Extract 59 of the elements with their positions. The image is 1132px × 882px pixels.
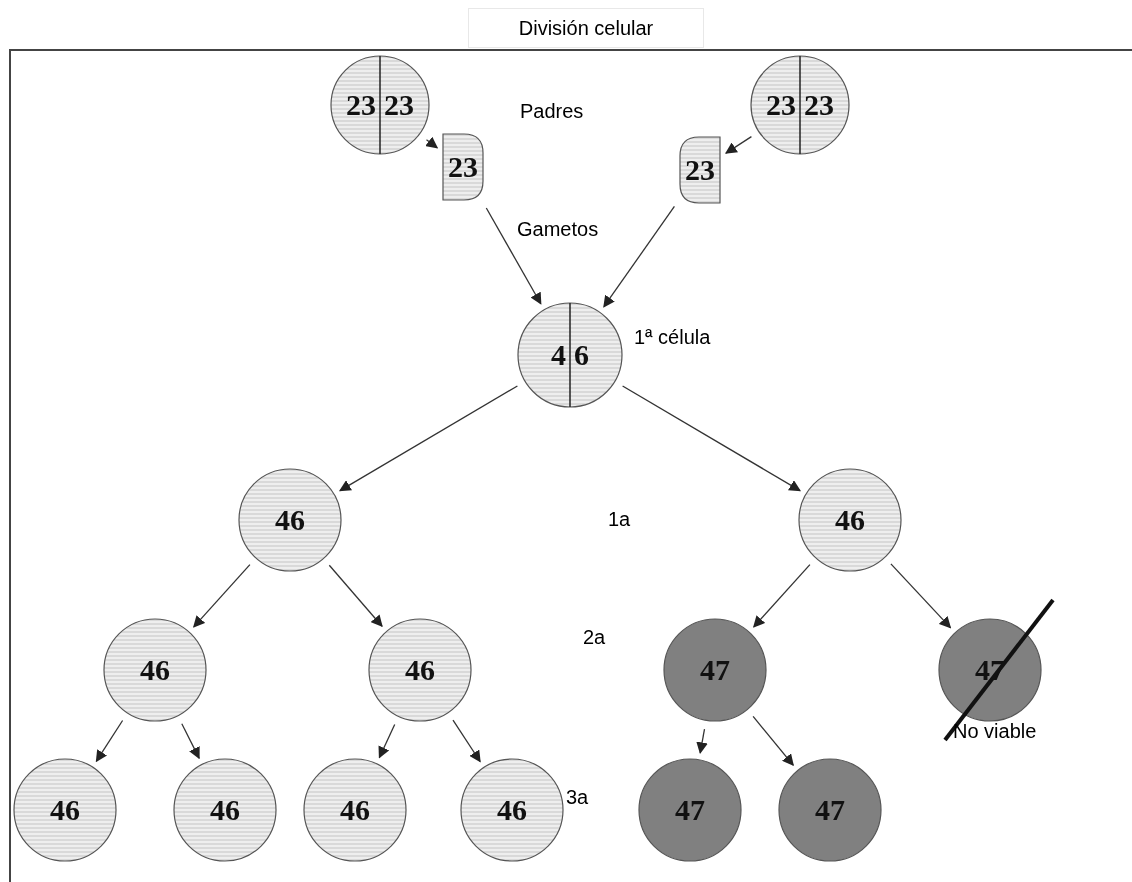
cell-circle xyxy=(638,758,742,862)
chromosome-count: 23 xyxy=(766,90,796,120)
chromosome-count: 23 xyxy=(384,90,414,120)
arrow xyxy=(328,564,383,628)
arrow xyxy=(485,207,542,305)
stage-label: 1ª célula xyxy=(634,326,711,349)
chromosome-count: 46 xyxy=(140,655,170,685)
arrow xyxy=(752,715,794,767)
cell-circle xyxy=(13,758,117,862)
arrow xyxy=(725,135,753,154)
stage-label: Gametos xyxy=(517,218,599,241)
chromosome-count: 46 xyxy=(210,795,240,825)
arrow xyxy=(621,385,801,492)
chromosome-count: 23 xyxy=(346,90,376,120)
node-caption: No viable xyxy=(953,720,1037,743)
cell-circle xyxy=(460,758,564,862)
gamete-shape xyxy=(679,136,721,204)
arrow xyxy=(603,205,676,308)
stage-label: 3a xyxy=(566,786,589,809)
arrow xyxy=(181,723,200,760)
cell-circle xyxy=(798,468,902,572)
chromosome-count: 23 xyxy=(448,152,478,182)
chromosome-count: 46 xyxy=(497,795,527,825)
cell-circle xyxy=(103,618,207,722)
stage-label: Padres xyxy=(520,100,584,123)
stage-label: 2a xyxy=(583,626,606,649)
cell-circle xyxy=(173,758,277,862)
chromosome-count: 23 xyxy=(804,90,834,120)
cell-circle xyxy=(330,55,430,155)
arrow xyxy=(753,563,811,628)
gamete-shape xyxy=(442,133,484,201)
arrow xyxy=(378,723,396,759)
cell-circle xyxy=(303,758,407,862)
arrow xyxy=(696,728,708,755)
chromosome-count: 4 xyxy=(551,340,566,370)
chromosome-count: 46 xyxy=(275,505,305,535)
cell-circle xyxy=(663,618,767,722)
chromosome-count: 46 xyxy=(405,655,435,685)
cell-circle xyxy=(238,468,342,572)
chromosome-count: 47 xyxy=(675,795,705,825)
arrow xyxy=(95,719,124,763)
arrow xyxy=(452,719,481,763)
stage-label: 1a xyxy=(608,508,631,531)
chromosome-count: 47 xyxy=(700,655,730,685)
chromosome-count: 46 xyxy=(835,505,865,535)
arrow xyxy=(425,136,439,149)
chromosome-count: 6 xyxy=(574,340,589,370)
chromosome-count: 47 xyxy=(815,795,845,825)
cell-circle xyxy=(368,618,472,722)
chromosome-count: 23 xyxy=(685,155,715,185)
chromosome-count: 46 xyxy=(340,795,370,825)
arrow xyxy=(890,563,952,629)
diagram-title: División celular xyxy=(468,8,704,48)
chromosome-count: 46 xyxy=(50,795,80,825)
cell-circle xyxy=(517,302,623,408)
arrow xyxy=(193,563,251,628)
cell-circle xyxy=(778,758,882,862)
cell-circle xyxy=(750,55,850,155)
arrow xyxy=(339,385,519,492)
